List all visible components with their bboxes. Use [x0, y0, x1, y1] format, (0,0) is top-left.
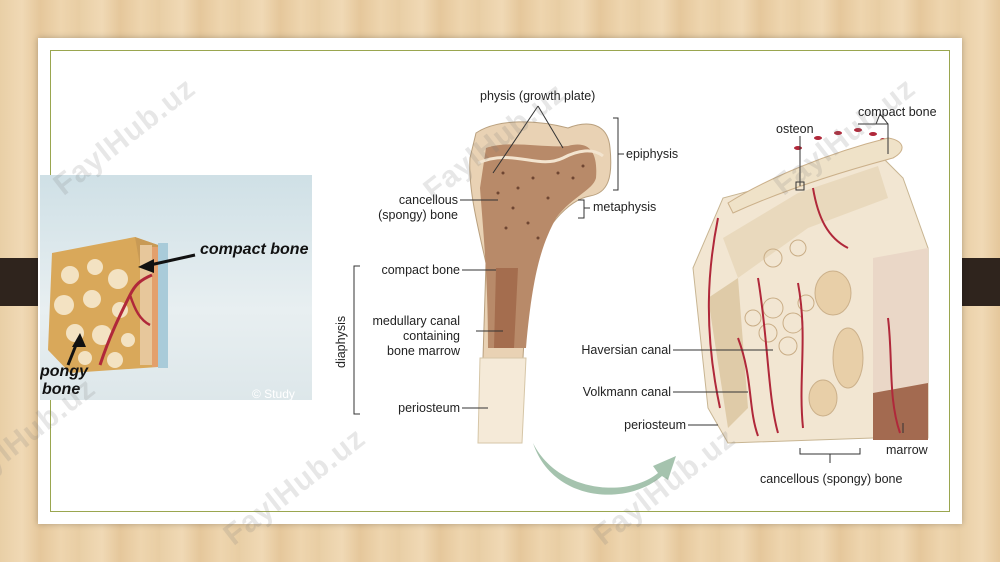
bone-cross-section — [692, 128, 929, 444]
label-medullary-3: bone marrow — [387, 344, 461, 358]
photo-credit: © Study — [252, 387, 295, 400]
label-medullary-1: medullary canal — [372, 314, 460, 328]
zoom-arrow — [533, 443, 676, 495]
label-epiphysis: epiphysis — [626, 147, 678, 161]
label-volkmann-canal: Volkmann canal — [583, 385, 671, 399]
label-compact-bone-left: compact bone — [381, 263, 460, 277]
dark-band-right — [958, 258, 1000, 306]
label-cancellous-2: (spongy) bone — [378, 208, 458, 222]
spongy-arrow-head — [72, 333, 86, 347]
label-compact-bone-right: compact bone — [858, 105, 937, 119]
spongy-bone-illustration — [48, 237, 196, 373]
photo-label-compact-bone: compact bone — [200, 241, 309, 258]
label-metaphysis: metaphysis — [593, 200, 656, 214]
long-bone — [469, 121, 612, 444]
label-osteon: osteon — [776, 122, 814, 136]
label-marrow: marrow — [886, 443, 929, 457]
label-medullary-2: containing — [403, 329, 460, 343]
label-periosteum-right: periosteum — [624, 418, 686, 432]
spongy-bone-photo: compact bone pongy bone © Study — [40, 175, 312, 400]
photo-label-spongy-2: bone — [42, 381, 81, 398]
label-haversian-canal: Haversian canal — [581, 343, 671, 357]
label-physis: physis (growth plate) — [480, 89, 595, 103]
bone-anatomy-diagram: physis (growth plate) epiphysis metaphys… — [334, 89, 937, 495]
label-periosteum-left: periosteum — [398, 401, 460, 415]
label-diaphysis: diaphysis — [334, 316, 348, 368]
label-cancellous-1: cancellous — [399, 193, 458, 207]
photo-label-spongy-1: pongy — [40, 363, 88, 380]
compact-arrow-head — [138, 259, 154, 273]
label-cancellous-bottom: cancellous (spongy) bone — [760, 472, 902, 486]
dark-band-left — [0, 258, 40, 306]
